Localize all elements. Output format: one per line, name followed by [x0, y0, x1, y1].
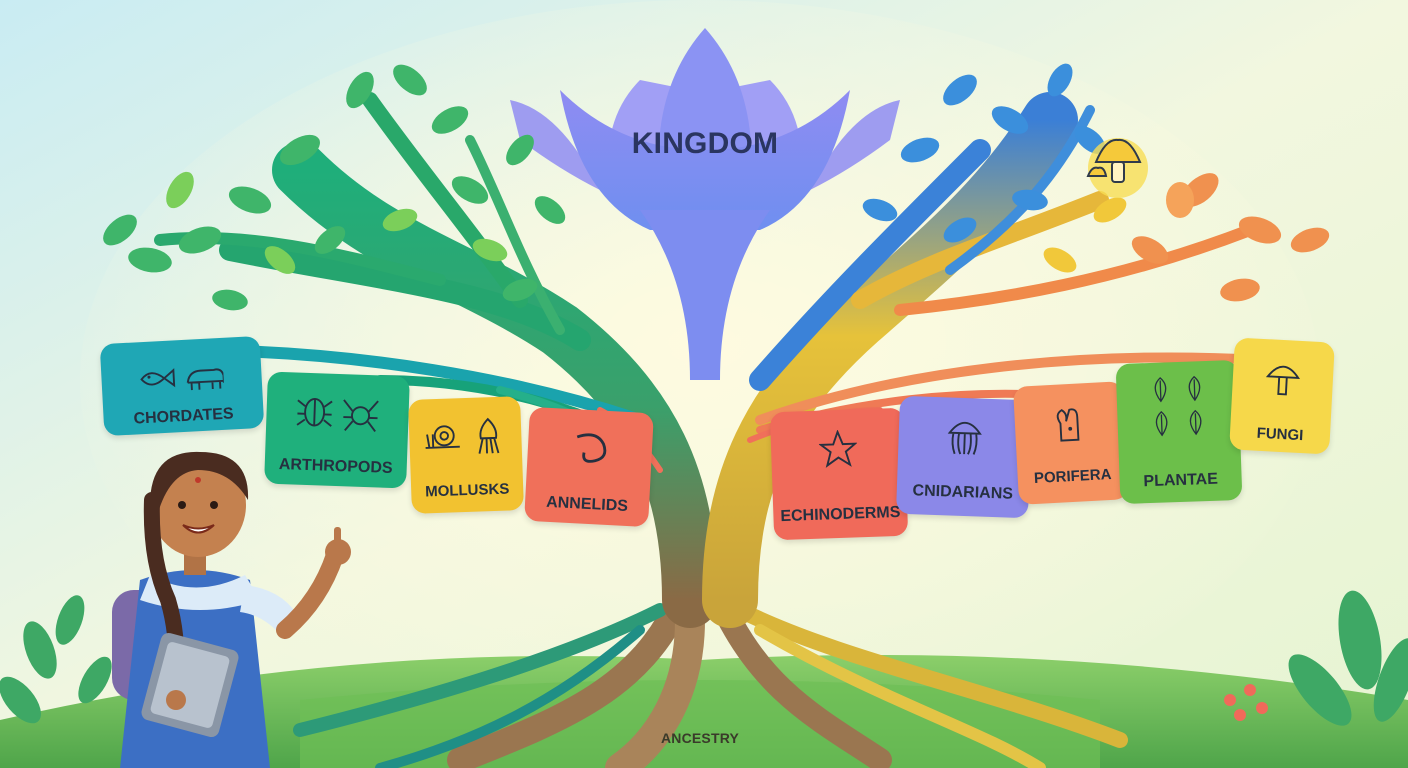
group-card-echinoderms: ECHINODERMS	[769, 407, 909, 541]
lotus-crown	[510, 28, 900, 380]
group-name: MOLLUSKS	[424, 480, 510, 501]
tree-roots	[293, 587, 1128, 768]
student-character	[112, 451, 351, 768]
mushroom-icon	[1086, 138, 1148, 198]
fish-icon	[140, 368, 176, 388]
group-card-chordates: CHORDATES	[99, 335, 265, 437]
worm-icon	[576, 433, 607, 463]
group-name: CNIDARIANS	[912, 482, 1014, 503]
leaf-icon	[1188, 375, 1201, 402]
group-card-arthropods: ARTHROPODS	[264, 371, 410, 489]
leaf-icon	[1189, 409, 1202, 436]
beetle-icon	[296, 397, 333, 427]
squid-icon	[478, 417, 500, 454]
group-name: PLANTAE	[1143, 470, 1219, 491]
group-card-annelids: ANNELIDS	[524, 406, 654, 528]
leaf-icon	[1154, 377, 1167, 403]
snail-icon	[425, 425, 460, 449]
group-card-fungi: FUNGI	[1229, 337, 1335, 455]
group-card-porifera: PORIFERA	[1012, 381, 1130, 505]
sponge-icon	[1056, 408, 1080, 442]
group-name: FUNGI	[1256, 424, 1304, 445]
base-node-label: ANCESTRY	[660, 730, 740, 746]
group-name: ANNELIDS	[545, 493, 629, 516]
foliage-right	[1224, 590, 1408, 726]
leaf-icon	[1155, 411, 1168, 437]
spider-icon	[343, 399, 379, 433]
group-name: CHORDATES	[133, 405, 235, 428]
group-name: PORIFERA	[1033, 465, 1112, 487]
bear-icon	[186, 368, 225, 391]
group-name: ECHINODERMS	[780, 503, 901, 526]
foliage-left	[0, 595, 112, 724]
mushroom-icon	[1265, 365, 1300, 396]
tree-leaves	[103, 63, 1330, 311]
group-card-plantae: PLANTAE	[1115, 359, 1243, 505]
jellyfish-icon	[947, 421, 982, 455]
root-node-label: KINGDOM	[631, 127, 779, 160]
starfish-icon	[818, 429, 858, 468]
group-name: ARTHROPODS	[278, 455, 393, 477]
group-card-cnidarians: CNIDARIANS	[895, 395, 1033, 519]
group-card-mollusks: MOLLUSKS	[408, 396, 524, 514]
